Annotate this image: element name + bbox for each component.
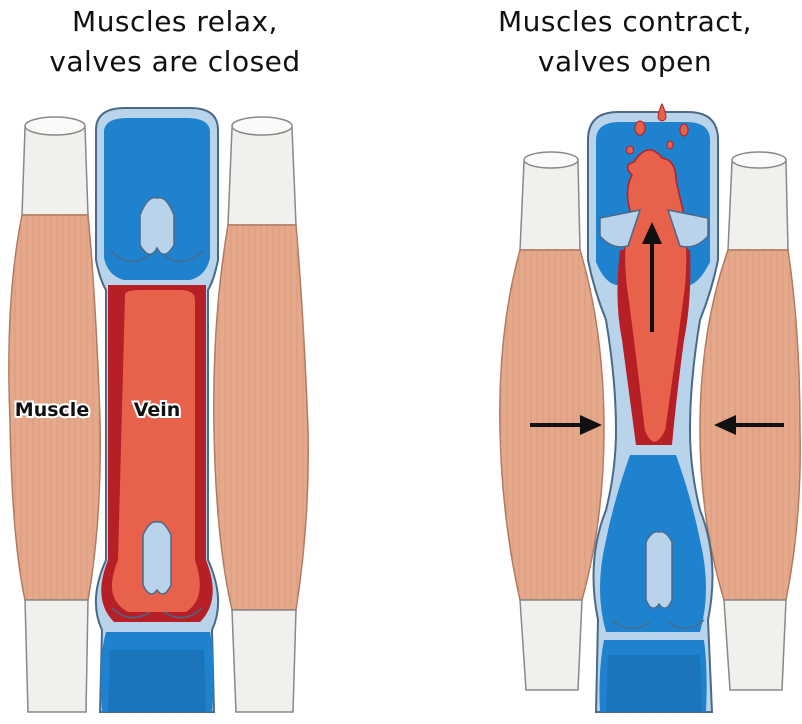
right-vein-squeezed [588,104,718,712]
muscle-label: Muscle [15,399,89,421]
right-muscle-left-panel [214,117,308,712]
vein-label: Vein [134,399,181,421]
